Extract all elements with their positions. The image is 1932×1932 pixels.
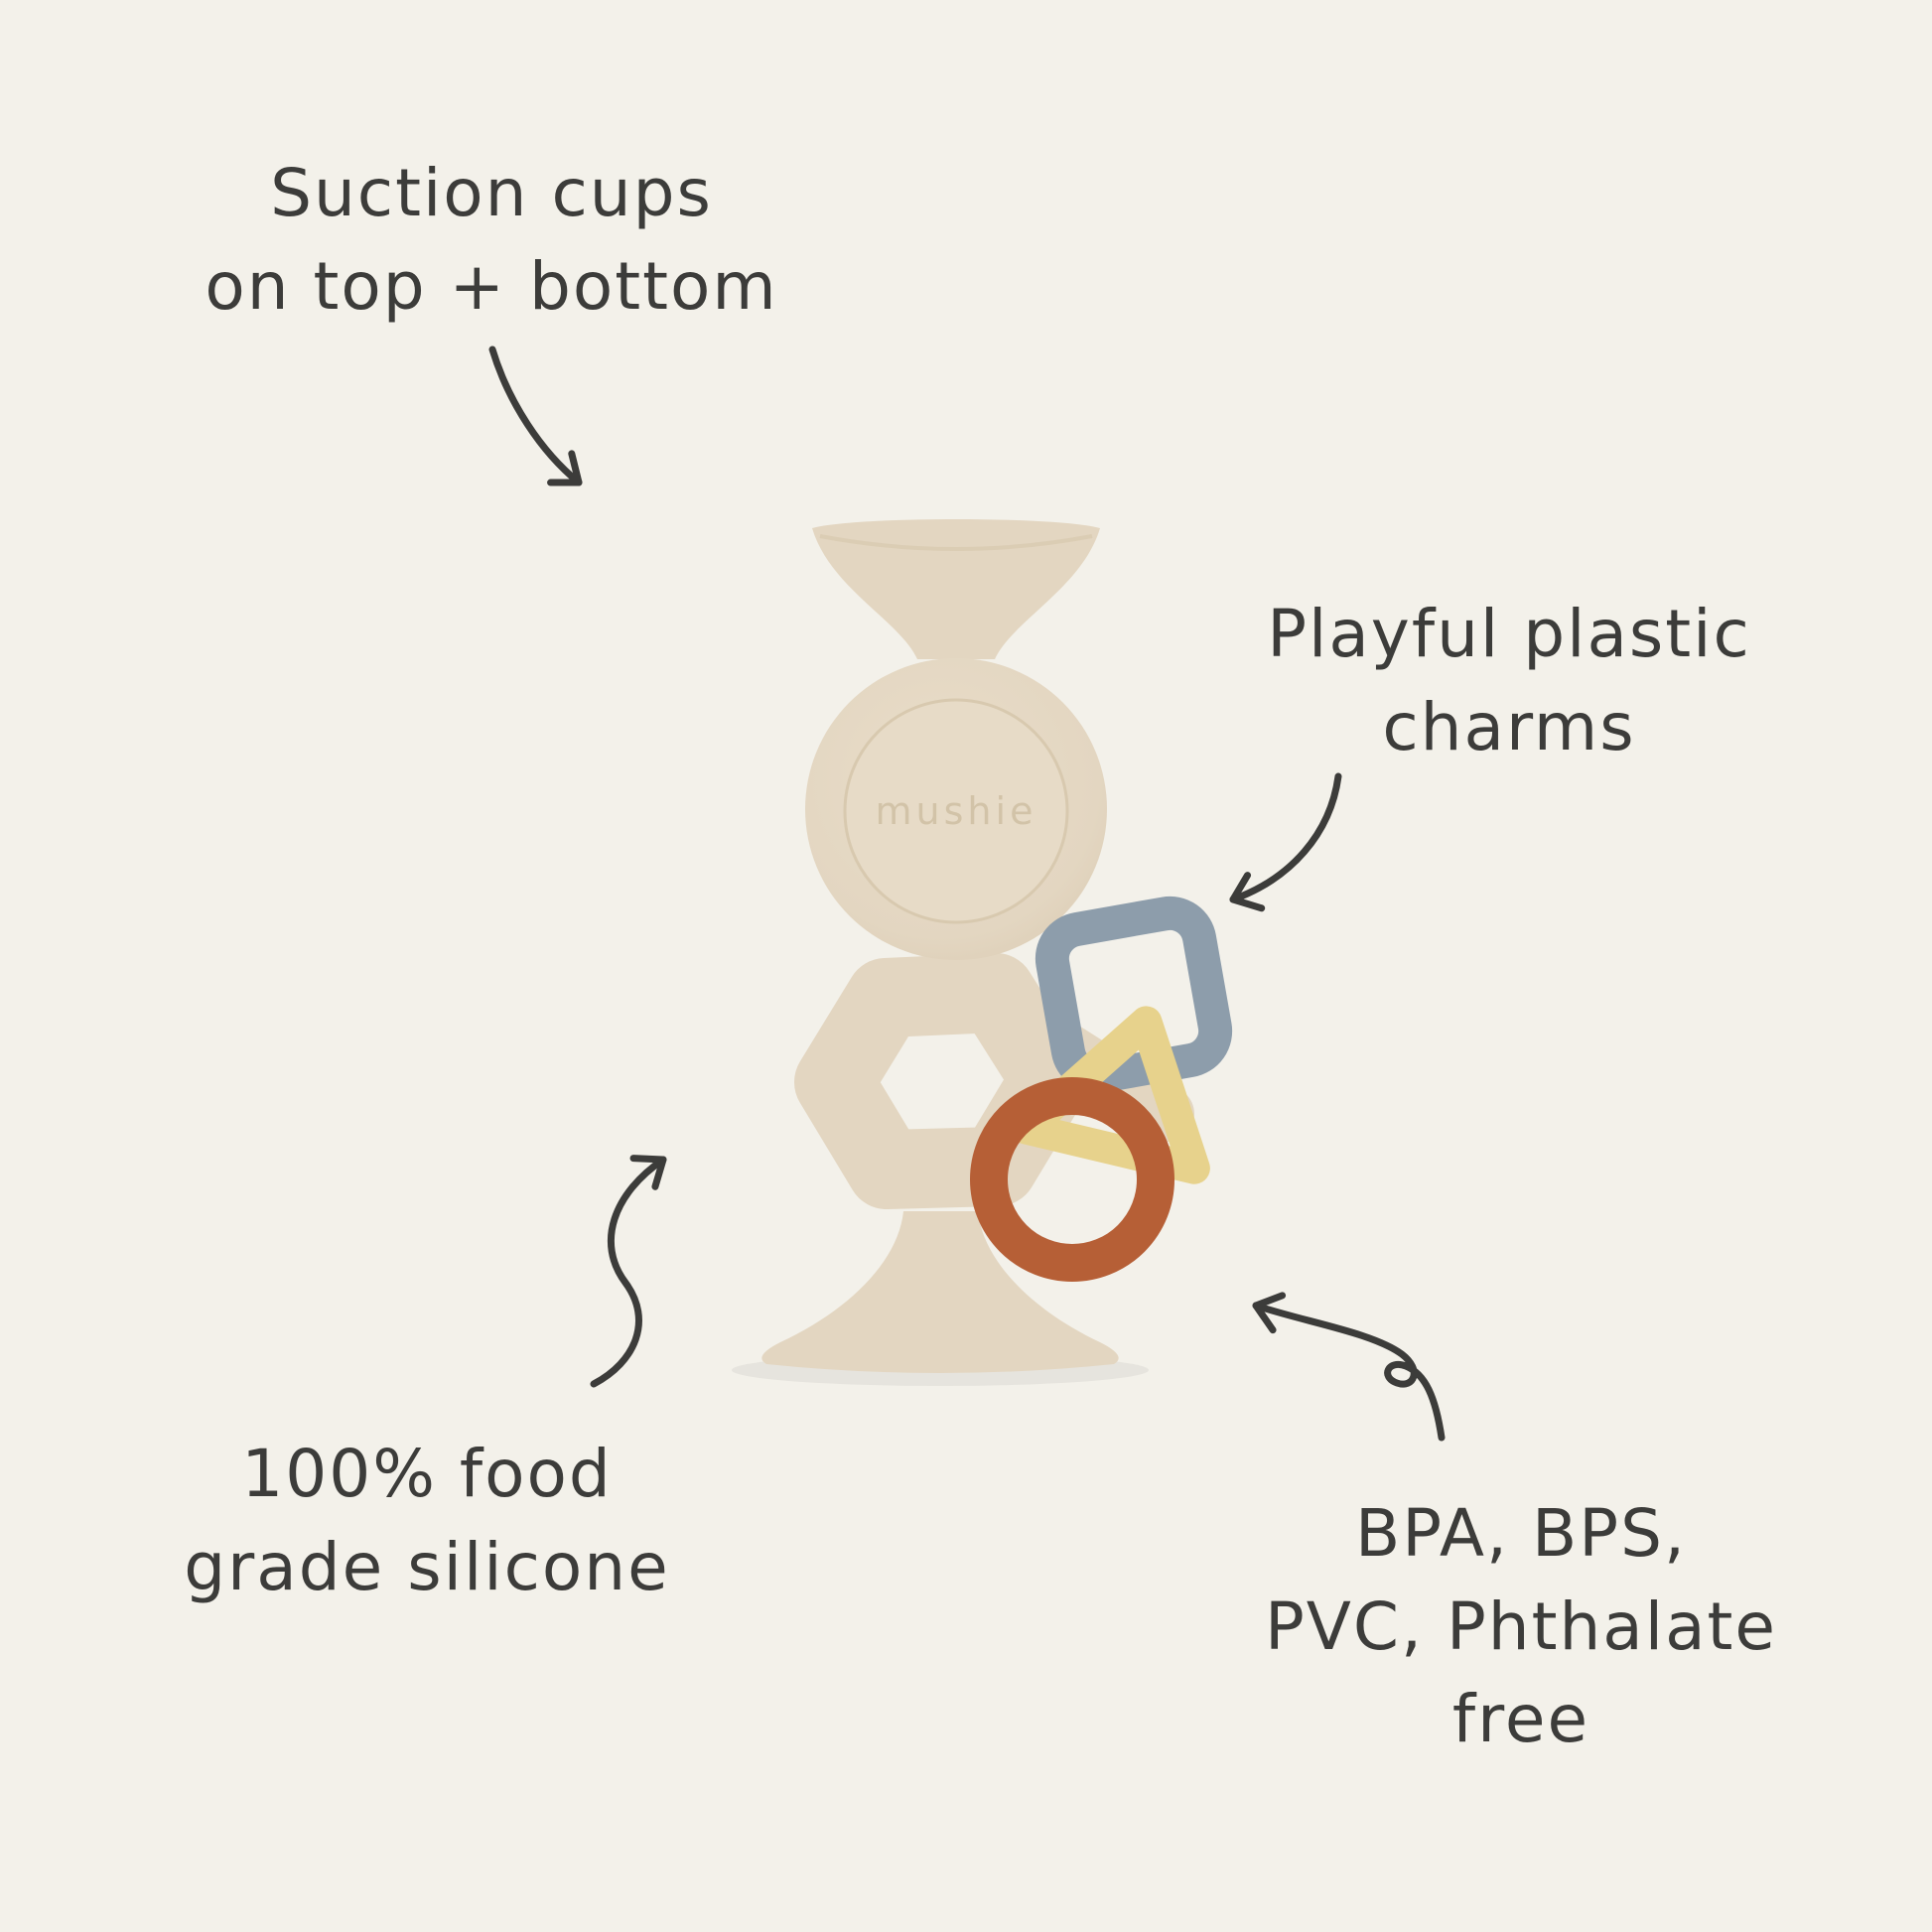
charm-triangle <box>1010 1006 1210 1184</box>
toy-top-suction-cup <box>812 519 1100 659</box>
charm-triangle-shape <box>1010 1006 1210 1184</box>
arrow-food-grade-silicone <box>590 1155 667 1388</box>
toy-hex-ring <box>794 953 1090 1209</box>
charm-square <box>1035 896 1233 1094</box>
charm-square-shape <box>1035 896 1233 1094</box>
toy-top-cup-rim <box>819 534 1093 551</box>
label-food-grade-silicone: 100% food grade silicone <box>184 1436 670 1605</box>
label-suction-cups: Suction cups on top + bottom <box>205 155 778 325</box>
toy: mushie <box>732 519 1233 1386</box>
arrow-bpa-free <box>1252 1292 1446 1442</box>
toy-bottom-suction-cup <box>761 1211 1119 1373</box>
arrow-suction-cups <box>488 345 583 486</box>
toy-disc-emboss <box>843 698 1069 924</box>
label-bpa-free: BPA, BPS, PVC, Phthalate free <box>1264 1495 1778 1758</box>
arrow-playful-charms <box>1229 772 1342 912</box>
charm-ring <box>970 1077 1174 1282</box>
brand-logo: mushie <box>876 789 1037 833</box>
label-playful-charms: Playful plastic charms <box>1267 596 1751 765</box>
